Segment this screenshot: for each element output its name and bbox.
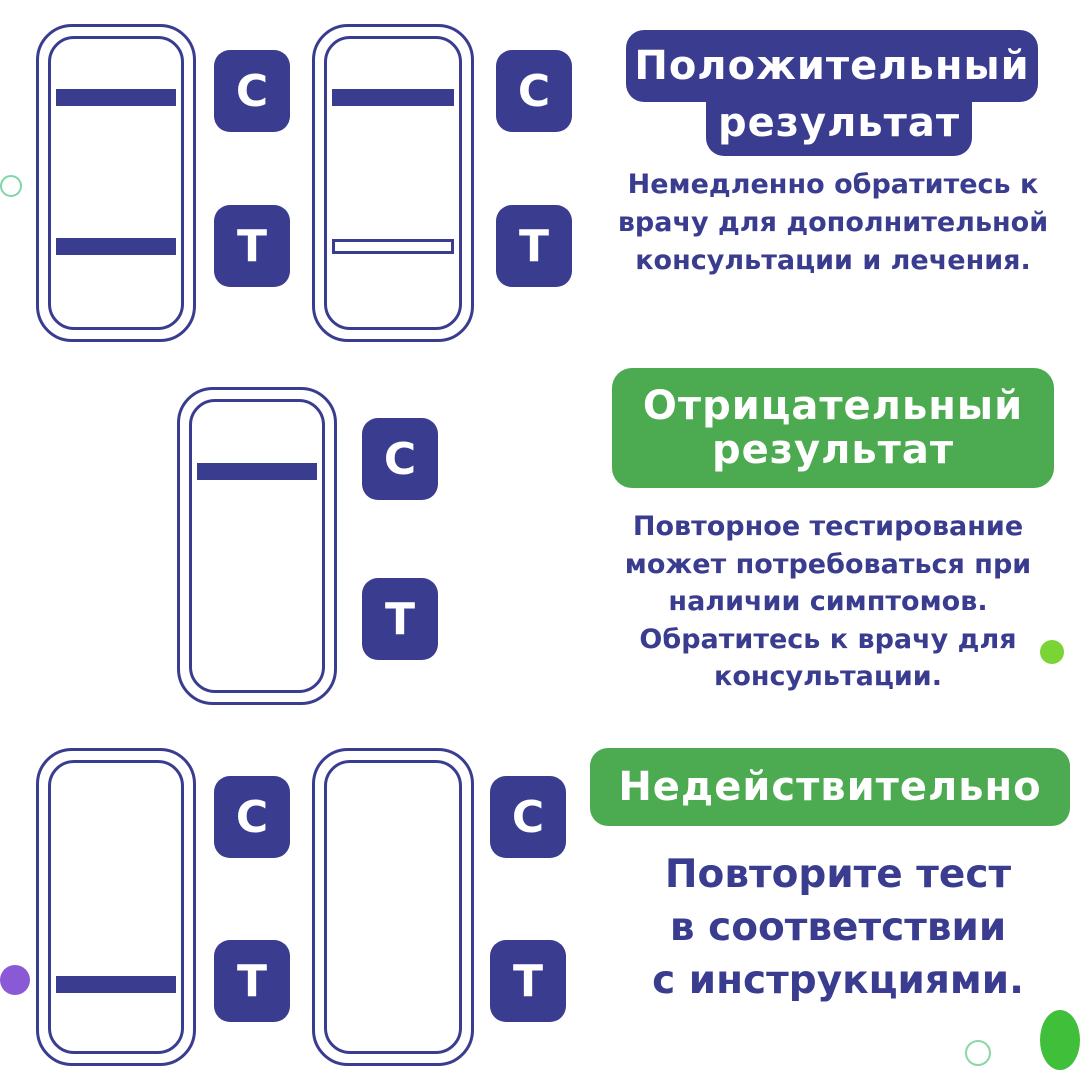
invalid-description: Повторите тест в соответствии с инструкц… bbox=[600, 848, 1076, 1007]
positive-title-line1: Положительный bbox=[626, 30, 1038, 102]
desc-line: Повторное тестирование bbox=[632, 511, 1024, 542]
positive-description: Немедленно обратитесь к врачу для дополн… bbox=[586, 166, 1080, 280]
control-badge: C bbox=[362, 418, 438, 500]
test-strip-positive-2 bbox=[312, 24, 474, 342]
desc-line: консультации и лечения. bbox=[635, 245, 1031, 276]
invalid-title: Недействительно bbox=[590, 748, 1070, 826]
positive-title-line2: результат bbox=[706, 94, 972, 156]
desc-line: врачу для дополнительной bbox=[617, 207, 1049, 238]
test-strip-negative bbox=[177, 387, 337, 705]
desc-line: наличии симптомов. bbox=[668, 586, 988, 617]
desc-line: Повторите тест bbox=[664, 852, 1012, 897]
decor-dot bbox=[1040, 1010, 1080, 1070]
test-badge: T bbox=[496, 205, 572, 287]
desc-line: с инструкциями. bbox=[652, 958, 1024, 1003]
control-line bbox=[56, 89, 176, 106]
control-badge: C bbox=[214, 776, 290, 858]
desc-line: консультации. bbox=[714, 661, 942, 692]
control-badge: C bbox=[214, 50, 290, 132]
desc-line: в соответствии bbox=[669, 905, 1007, 950]
test-badge: T bbox=[490, 940, 566, 1022]
test-badge: T bbox=[362, 578, 438, 660]
negative-title-line1: Отрицательный bbox=[642, 383, 1024, 429]
negative-description: Повторное тестирование может потребовать… bbox=[580, 508, 1076, 696]
decor-dot bbox=[965, 1040, 991, 1066]
control-line bbox=[197, 463, 317, 480]
desc-line: Обратитесь к врачу для bbox=[639, 623, 1017, 655]
negative-title-line2: результат bbox=[711, 427, 955, 473]
test-strip-positive-1 bbox=[36, 24, 196, 342]
desc-line: Немедленно обратитесь к bbox=[627, 169, 1039, 200]
faint-test-line bbox=[332, 239, 454, 254]
control-badge: C bbox=[490, 776, 566, 858]
test-strip-invalid-2 bbox=[312, 748, 474, 1066]
test-strip-invalid-1 bbox=[36, 748, 196, 1066]
test-line bbox=[56, 976, 176, 993]
desc-line: может потребоваться при bbox=[624, 548, 1032, 580]
test-badge: T bbox=[214, 205, 290, 287]
control-line bbox=[332, 89, 454, 106]
decor-dot bbox=[0, 175, 22, 197]
test-line bbox=[56, 238, 176, 255]
negative-title: Отрицательный результат bbox=[612, 368, 1054, 488]
decor-dot bbox=[1040, 640, 1064, 664]
test-badge: T bbox=[214, 940, 290, 1022]
decor-dot bbox=[0, 965, 30, 995]
control-badge: C bbox=[496, 50, 572, 132]
